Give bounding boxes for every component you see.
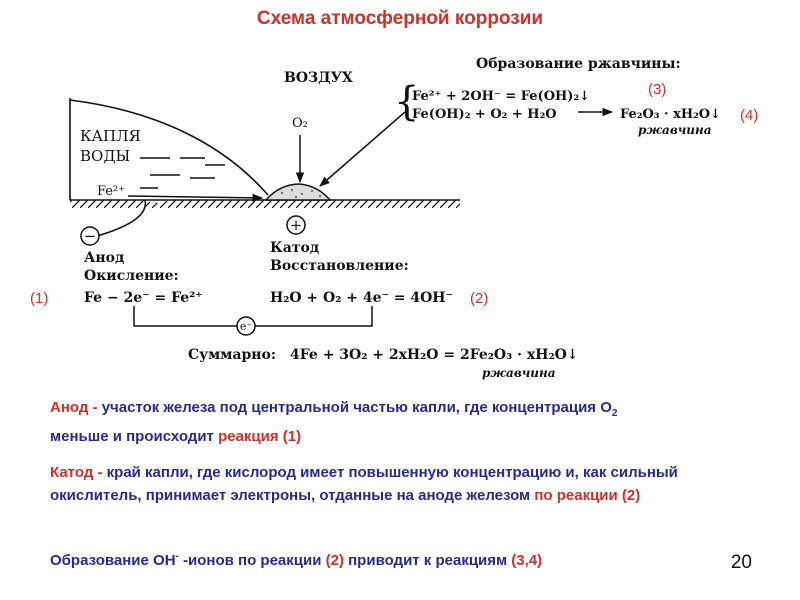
cathode-paragraph: Катод - край капли, где кислород имеет п…	[50, 461, 740, 507]
summary-label: Суммарно:	[188, 347, 276, 363]
rust-title: Образование ржавчины:	[476, 56, 681, 72]
ref-3: (3)	[648, 81, 666, 98]
rust-deposit	[264, 183, 332, 201]
cathode-label: Катод	[270, 240, 319, 256]
brace: {	[394, 79, 419, 125]
anode-reaction: реакция (1)	[218, 428, 302, 445]
ref-1: (1)	[30, 290, 48, 307]
rust-pointer-arrow	[319, 111, 406, 187]
hydroxide-text-b: -ионов по реакции	[178, 552, 326, 569]
hydroxide-text-a: Образование OH	[50, 552, 176, 569]
drop-label-2: ВОДЫ	[80, 147, 130, 165]
cathode-description: край капли, где кислород имеет повышенну…	[50, 464, 678, 504]
anode-term: Анод -	[50, 399, 98, 416]
cathode-term: Катод -	[50, 464, 103, 481]
rust-product: Fe₂O₃ · xH₂O↓	[620, 107, 721, 122]
anode-description-2: меньше и происходит	[50, 428, 219, 445]
fe-migration-arrow	[127, 193, 264, 203]
electron-circle	[236, 316, 256, 336]
rust-equation-1: Fe²⁺ + 2OH⁻ = Fe(OH)₂↓	[412, 89, 590, 104]
fe2-label: Fe²⁺	[97, 184, 125, 199]
summary-equation: 4Fe + 3O₂ + 2xH₂O = 2Fe₂O₃ · xH₂O↓	[290, 347, 579, 363]
page-number: 20	[730, 552, 752, 573]
reaction-34-ref: (3,4)	[511, 552, 543, 569]
drop-outline	[69, 99, 269, 196]
minus-sign: −	[84, 227, 97, 245]
rust-word: ржавчина	[638, 123, 712, 137]
anode-paragraph: Анод - участок железа под центральной ча…	[50, 396, 740, 448]
cathode-sign	[286, 215, 306, 235]
anode-sign	[80, 226, 100, 246]
rust-equation-2: Fe(OH)₂ + O₂ + H₂O	[412, 107, 557, 122]
slide-title: Схема атмосферной коррозии	[256, 8, 544, 29]
anode-equation: Fe − 2e⁻ = Fe²⁺	[84, 290, 203, 306]
anode-description: участок железа под центральной частью ка…	[97, 399, 612, 416]
o2-subscript: 2	[611, 408, 618, 419]
metal-surface	[70, 200, 460, 208]
drop-label-1: КАПЛЯ	[80, 127, 141, 145]
electron-label: e⁻	[240, 320, 253, 333]
oh-superscript: -	[175, 551, 179, 562]
ref-4: (4)	[740, 107, 758, 124]
reaction-2-ref: (2)	[325, 552, 344, 569]
hydroxide-paragraph: Образование OH- -ионов по реакции (2) пр…	[50, 545, 740, 572]
cathode-equation: H₂O + O₂ + 4e⁻ = 4OH⁻	[270, 290, 453, 306]
anode-label: Анод	[84, 250, 124, 266]
o2-label: O₂	[292, 116, 308, 131]
summary-rust-word: ржавчина	[482, 366, 556, 380]
water-dashes	[140, 157, 225, 189]
plus-sign: +	[290, 216, 303, 234]
hydroxide-text-c: приводит к реакциям	[343, 552, 512, 569]
air-label: ВОЗДУХ	[284, 70, 353, 86]
cathode-reaction: по реакции (2)	[534, 487, 641, 504]
anode-pit	[89, 199, 147, 239]
ref-2: (2)	[470, 290, 488, 307]
reduction-label: Восстановление:	[270, 258, 409, 274]
oxidation-label: Окисление:	[84, 268, 179, 284]
